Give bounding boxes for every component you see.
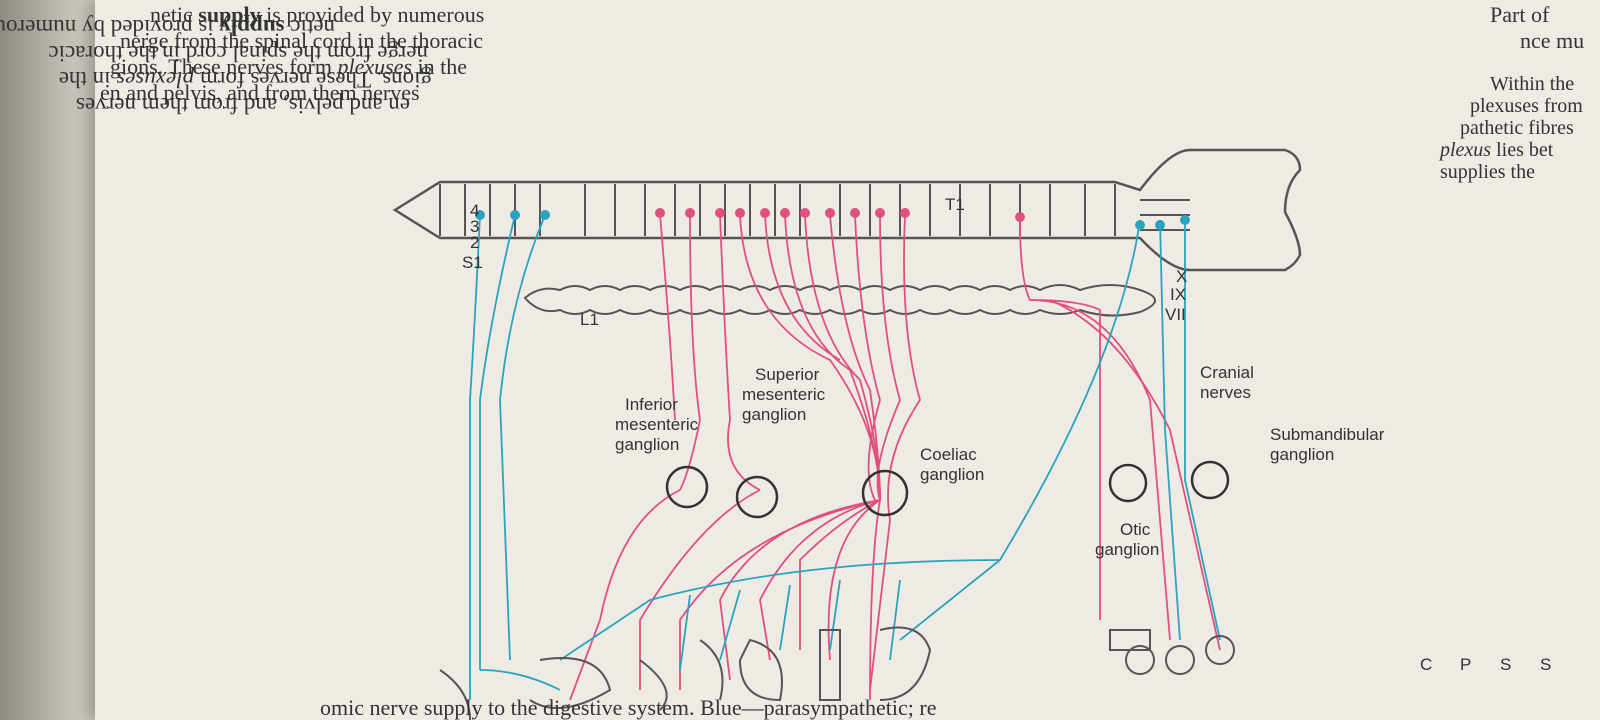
text-line-4: en and pelvis, and from them nerves bbox=[76, 93, 410, 118]
spinal-cord-outline bbox=[392, 148, 1302, 272]
label-organ-4: C bbox=[1420, 655, 1432, 674]
text-line-3: gions. These nerves form plexuses in the bbox=[59, 67, 432, 92]
top-right-fragment-1: Part of bbox=[1490, 2, 1550, 27]
organ-sublingual bbox=[1165, 645, 1195, 675]
main-text-line-4: en and pelvis, and from them nerves bbox=[100, 80, 420, 105]
label-superior-mesenteric-2: mesenteric bbox=[742, 385, 826, 404]
vertebral-segments bbox=[439, 184, 1190, 236]
parasympathetic-roots bbox=[475, 210, 1190, 230]
label-s3: 3 bbox=[470, 217, 479, 236]
label-coeliac-1: Coeliac bbox=[920, 445, 977, 464]
submandibular-ganglion-circle bbox=[1190, 460, 1230, 500]
side-text-line-2: plexuses from bbox=[1470, 95, 1583, 117]
label-otic-1: Otic bbox=[1120, 520, 1151, 539]
label-organ-3: P bbox=[1460, 655, 1471, 674]
label-submandibular-2: ganglion bbox=[1270, 445, 1334, 464]
coeliac-ganglion-circle bbox=[861, 469, 909, 517]
label-superior-mesenteric-3: ganglion bbox=[742, 405, 806, 424]
inferior-mesenteric-ganglion-circle bbox=[665, 465, 709, 509]
main-text-line-2: nerge from the spinal cord in the thorac… bbox=[120, 28, 483, 53]
label-organ-1: S bbox=[1540, 655, 1551, 674]
label-inferior-mesenteric-2: mesenteric bbox=[615, 415, 699, 434]
diagram-labels: T1 L1 S1 2 3 4 VII IX X Cranial nerves S… bbox=[462, 195, 1551, 674]
main-text-screen: netic supply is provided by numerous ner… bbox=[100, 2, 484, 105]
main-text-line-3: gions. These nerves form plexuses in the bbox=[110, 54, 467, 79]
label-coeliac-2: ganglion bbox=[920, 465, 984, 484]
superior-mesenteric-ganglion-circle bbox=[735, 475, 779, 519]
digestive-organs bbox=[439, 626, 1235, 720]
label-l1: L1 bbox=[580, 310, 599, 329]
label-cranial-1: Cranial bbox=[1200, 363, 1254, 382]
caption-text: omic nerve supply to the digestive syste… bbox=[320, 695, 936, 720]
label-otic-2: ganglion bbox=[1095, 540, 1159, 559]
side-text-line-1: Within the bbox=[1490, 73, 1574, 95]
label-superior-mesenteric-1: Superior bbox=[755, 365, 820, 384]
organ-pancreas bbox=[699, 639, 724, 701]
organ-parotid bbox=[1125, 645, 1155, 675]
otic-ganglion-circle bbox=[1108, 463, 1148, 503]
label-vii: VII bbox=[1165, 305, 1186, 324]
book-page bbox=[95, 0, 1600, 720]
label-inferior-mesenteric-3: ganglion bbox=[615, 435, 679, 454]
body-text: Part of nce mu bbox=[1490, 2, 1584, 53]
main-text-block: netic supply is provided by numerous ner… bbox=[0, 15, 432, 118]
organ-stomach bbox=[879, 626, 932, 701]
figure-caption: omic nerve supply to the digestive syste… bbox=[320, 695, 936, 720]
side-text-line-3: pathetic fibres bbox=[1460, 117, 1574, 139]
main-text-line-1: netic supply is provided by numerous bbox=[150, 2, 484, 27]
sympathetic-roots bbox=[655, 208, 1025, 222]
diagram-content: T1 L1 S1 2 3 4 VII IX X Cranial nerves S… bbox=[100, 2, 1584, 720]
top-right-fragment-2: nce mu bbox=[1520, 28, 1584, 53]
label-s1: S1 bbox=[462, 253, 483, 272]
organ-rectum bbox=[439, 669, 471, 720]
side-text-line-5: supplies the bbox=[1440, 161, 1535, 183]
label-s2: 2 bbox=[470, 233, 479, 252]
label-organ-2: S bbox=[1500, 655, 1511, 674]
organ-colon bbox=[529, 657, 612, 709]
text-line-1: netic supply is provided by numerous bbox=[0, 15, 335, 40]
label-submandibular-1: Submandibular bbox=[1270, 425, 1385, 444]
label-inferior-mesenteric-1: Inferior bbox=[625, 395, 678, 414]
organ-small-intestine bbox=[639, 659, 668, 711]
label-cranial-2: nerves bbox=[1200, 383, 1251, 402]
ganglia bbox=[665, 460, 1230, 519]
label-s4: 4 bbox=[470, 201, 479, 220]
organ-submandibular bbox=[1205, 635, 1235, 665]
label-t1: T1 bbox=[945, 195, 965, 214]
side-text: Within the plexuses from pathetic fibres… bbox=[1438, 73, 1583, 183]
organ-liver bbox=[738, 638, 783, 702]
organ-duodenum bbox=[819, 629, 841, 701]
label-ix: IX bbox=[1170, 285, 1186, 304]
label-x: X bbox=[1176, 267, 1187, 286]
text-line-2: nerge from the spinal cord in the thorac… bbox=[48, 41, 428, 66]
side-text-line-4: plexus lies bet bbox=[1438, 139, 1554, 161]
parasympathetic-nerves bbox=[469, 214, 1221, 700]
